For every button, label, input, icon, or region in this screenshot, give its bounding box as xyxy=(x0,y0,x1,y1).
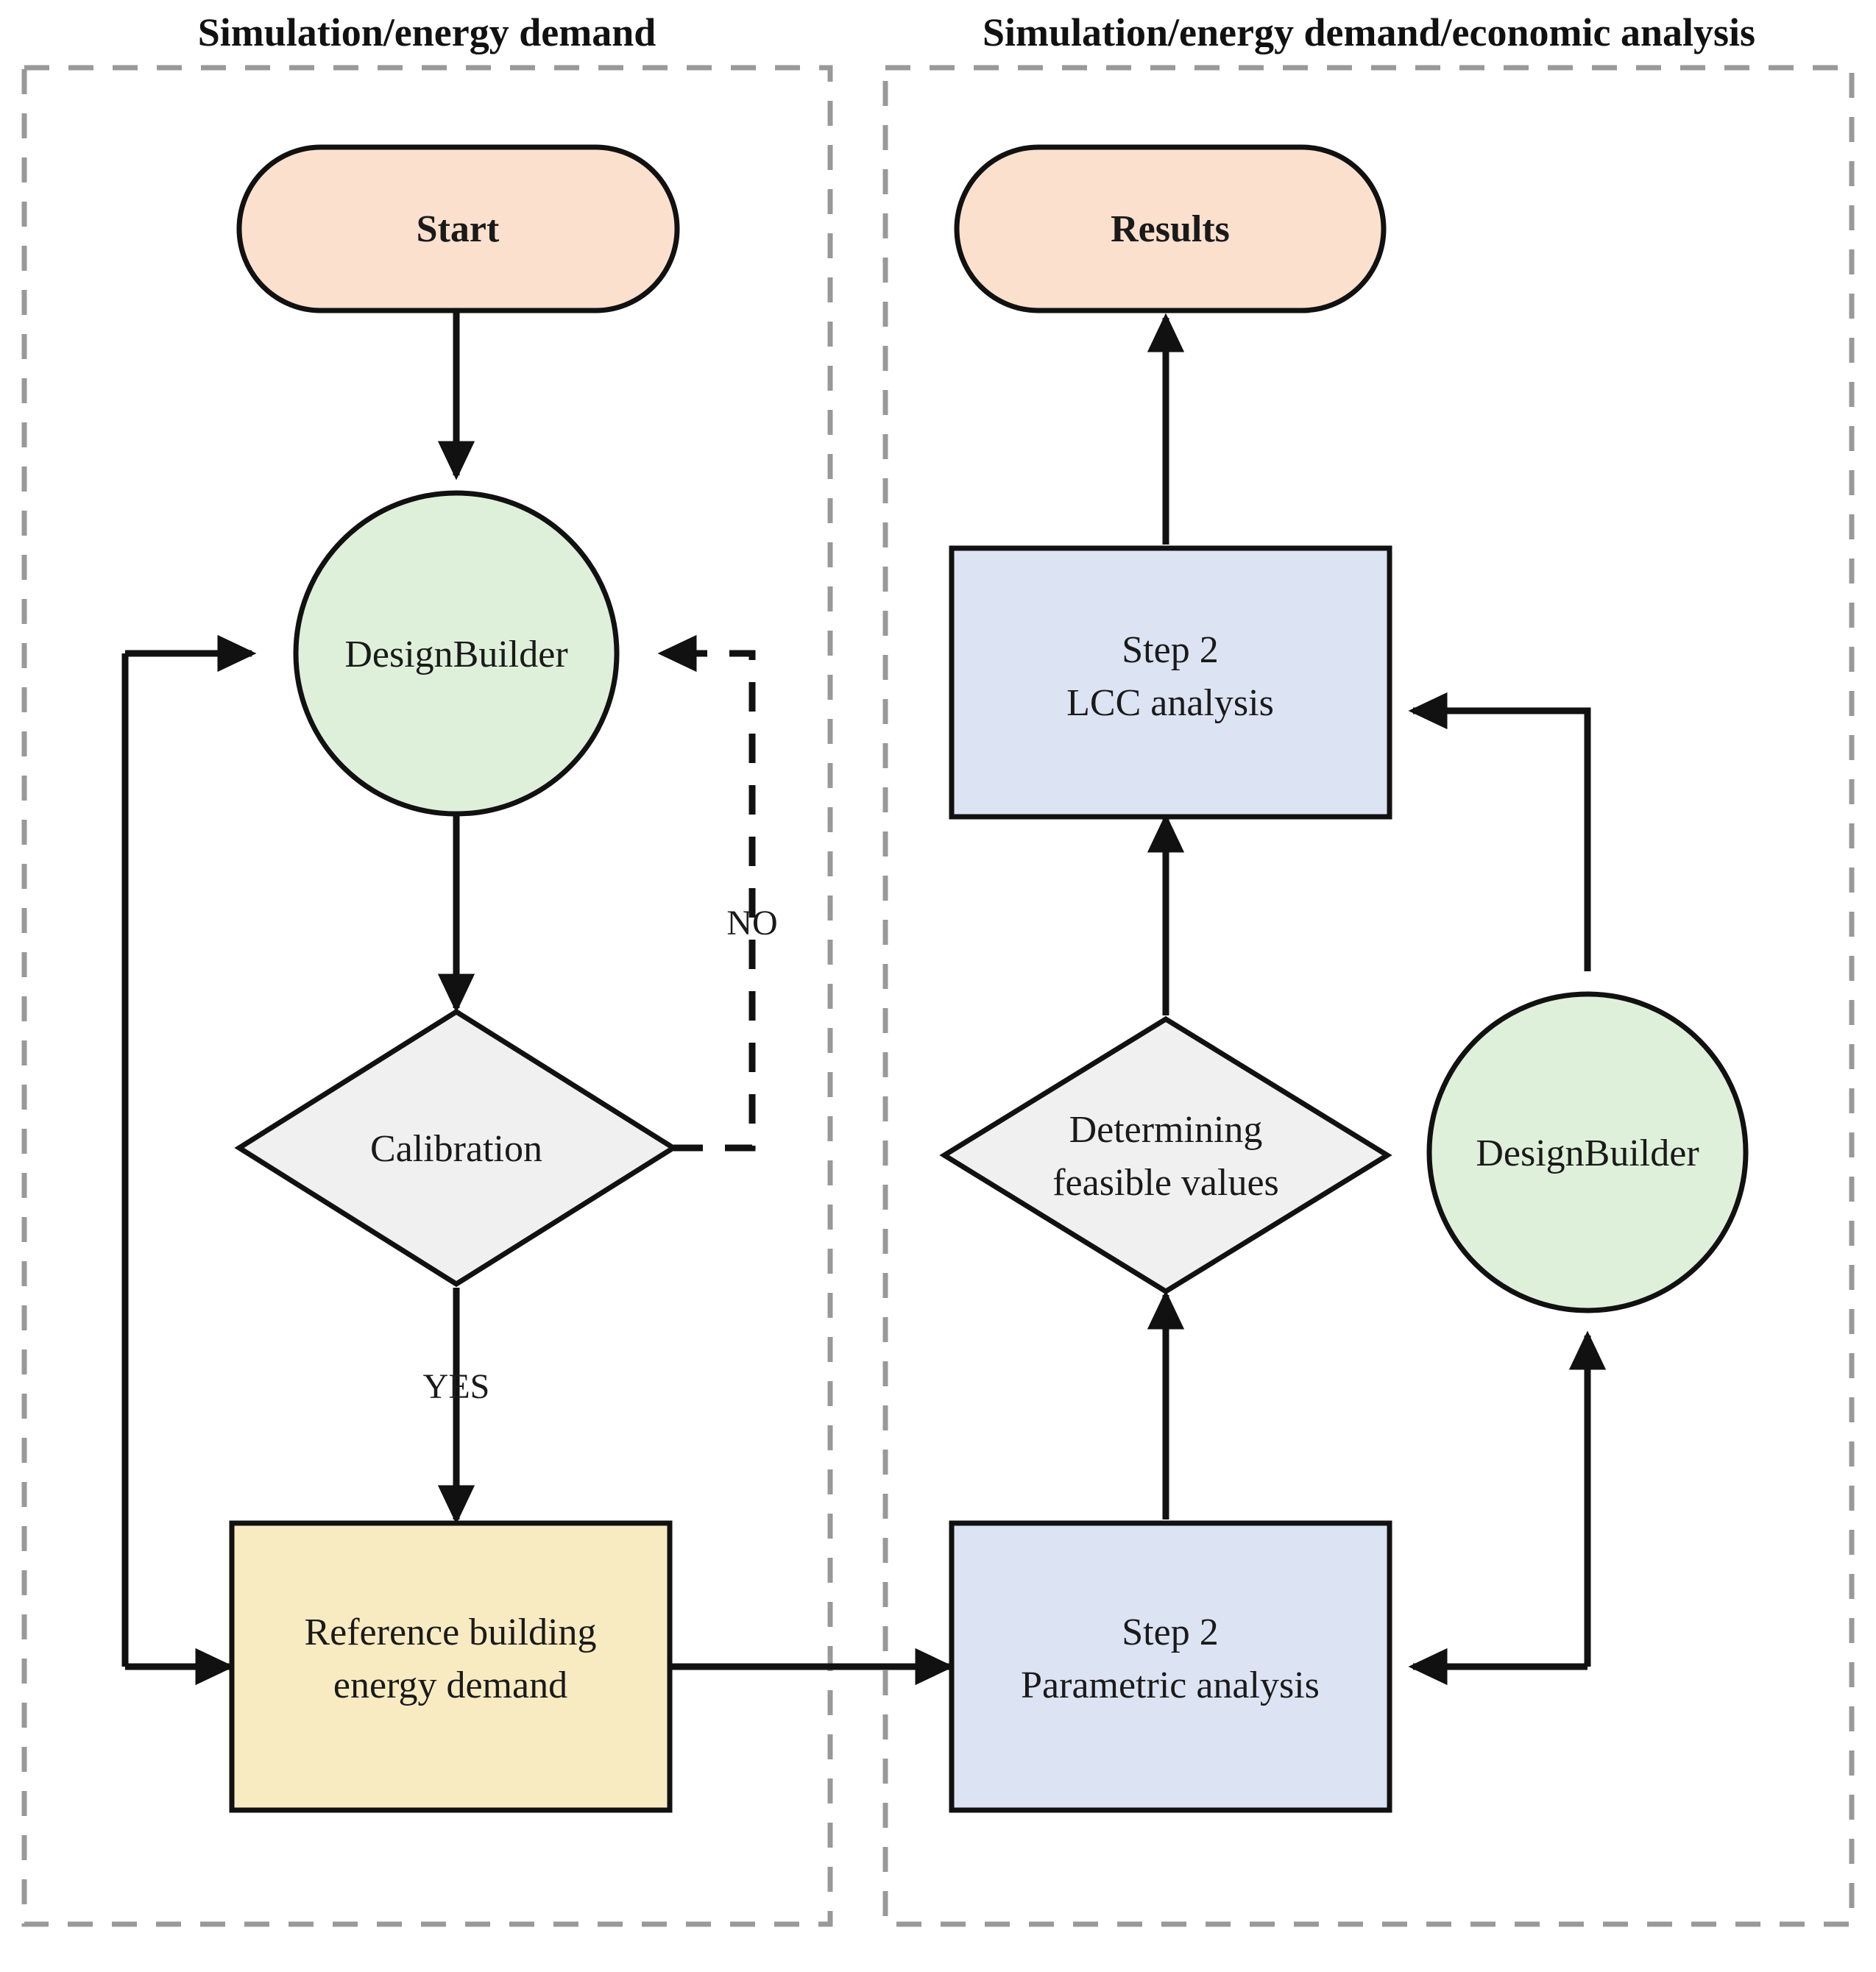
node-parametric-analysis[interactable] xyxy=(949,1520,1392,1813)
node-determining-feasible-values-label-line1: Determining xyxy=(1069,1109,1263,1151)
node-start-label: Start xyxy=(417,208,500,250)
node-designbuilder-right[interactable] xyxy=(1426,991,1749,1313)
node-designbuilder-right-label: DesignBuilder xyxy=(1476,1132,1699,1174)
edge-label-no: NO xyxy=(726,904,777,943)
group-title-left: Simulation/energy demand xyxy=(198,10,656,54)
node-parametric-analysis-label-line1: Step 2 xyxy=(1122,1611,1218,1653)
node-parametric-analysis-label-line2: Parametric analysis xyxy=(1021,1664,1320,1706)
node-lcc-analysis-label-line2: LCC analysis xyxy=(1066,682,1274,724)
node-reference-building-label-line2: energy demand xyxy=(333,1664,567,1706)
node-reference-building[interactable] xyxy=(229,1520,673,1813)
node-determining-feasible-values[interactable] xyxy=(939,1015,1392,1295)
node-calibration-label: Calibration xyxy=(370,1128,542,1170)
node-determining-feasible-values-label-line2: feasible values xyxy=(1052,1162,1279,1204)
node-lcc-analysis[interactable] xyxy=(949,545,1392,820)
node-results[interactable] xyxy=(954,144,1387,313)
node-results-label: Results xyxy=(1111,208,1230,250)
node-calibration[interactable] xyxy=(234,1008,679,1288)
edge-label-yes: YES xyxy=(423,1367,490,1406)
node-designbuilder-left-label: DesignBuilder xyxy=(344,634,567,675)
edge-calibration-no-loop xyxy=(657,634,756,1152)
node-reference-building-label-line1: Reference building xyxy=(304,1611,596,1653)
edge-designbuilder-right-to-lcc xyxy=(1408,692,1591,971)
node-designbuilder-left[interactable] xyxy=(293,490,620,817)
node-start[interactable] xyxy=(236,144,680,313)
group-title-right: Simulation/energy demand/economic analys… xyxy=(983,10,1755,54)
node-lcc-analysis-label-line1: Step 2 xyxy=(1122,629,1218,671)
group-box-left xyxy=(21,65,833,1927)
